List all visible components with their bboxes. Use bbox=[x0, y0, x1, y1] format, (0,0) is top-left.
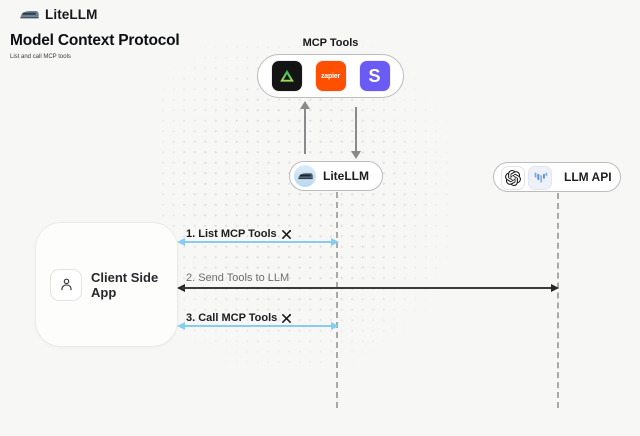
openai-icon bbox=[501, 165, 525, 190]
llm-provider-icon bbox=[528, 165, 552, 190]
litellm-node: LiteLLM bbox=[289, 161, 383, 191]
page-subtitle: List and call MCP tools bbox=[10, 54, 71, 60]
s-app-label: S bbox=[368, 65, 381, 86]
arrow-send-tools-to-llm bbox=[177, 284, 559, 292]
client-side-app-label: Client Side App bbox=[91, 269, 159, 300]
arrow-call-mcp-tools bbox=[177, 322, 339, 330]
mcp-tools-container: zapier S bbox=[257, 54, 404, 98]
page-title: Model Context Protocol bbox=[10, 32, 180, 49]
client-side-app-node: Client Side App bbox=[35, 222, 178, 347]
litellm-train-icon bbox=[20, 10, 39, 19]
tools-icon bbox=[281, 229, 292, 240]
llm-api-lifeline bbox=[557, 193, 559, 408]
green-triangle-tool-icon bbox=[271, 61, 302, 91]
user-icon bbox=[50, 268, 82, 301]
step-1-label: 1. List MCP Tools bbox=[186, 228, 292, 240]
zapier-icon: zapier bbox=[315, 61, 346, 91]
llm-api-node: LLM API bbox=[493, 162, 621, 192]
arrow-mcp-tools-to-litellm bbox=[351, 101, 361, 159]
litellm-lifeline bbox=[336, 192, 338, 408]
step-3-label: 3. Call MCP Tools bbox=[186, 312, 292, 324]
litellm-node-label: LiteLLM bbox=[323, 169, 369, 183]
brand-label: LiteLLM bbox=[45, 7, 98, 22]
step-2-label: 2. Send Tools to LLM bbox=[186, 272, 290, 284]
arrow-litellm-to-mcp-tools bbox=[300, 101, 310, 160]
zapier-label: zapier bbox=[320, 72, 341, 80]
brand: LiteLLM bbox=[20, 7, 97, 22]
mcp-tools-label: MCP Tools bbox=[302, 37, 359, 49]
llm-api-node-label: LLM API bbox=[564, 170, 612, 184]
litellm-logo-icon bbox=[294, 165, 316, 187]
arrow-list-mcp-tools bbox=[177, 238, 339, 246]
tools-icon bbox=[281, 313, 292, 324]
s-app-icon: S bbox=[359, 61, 390, 91]
